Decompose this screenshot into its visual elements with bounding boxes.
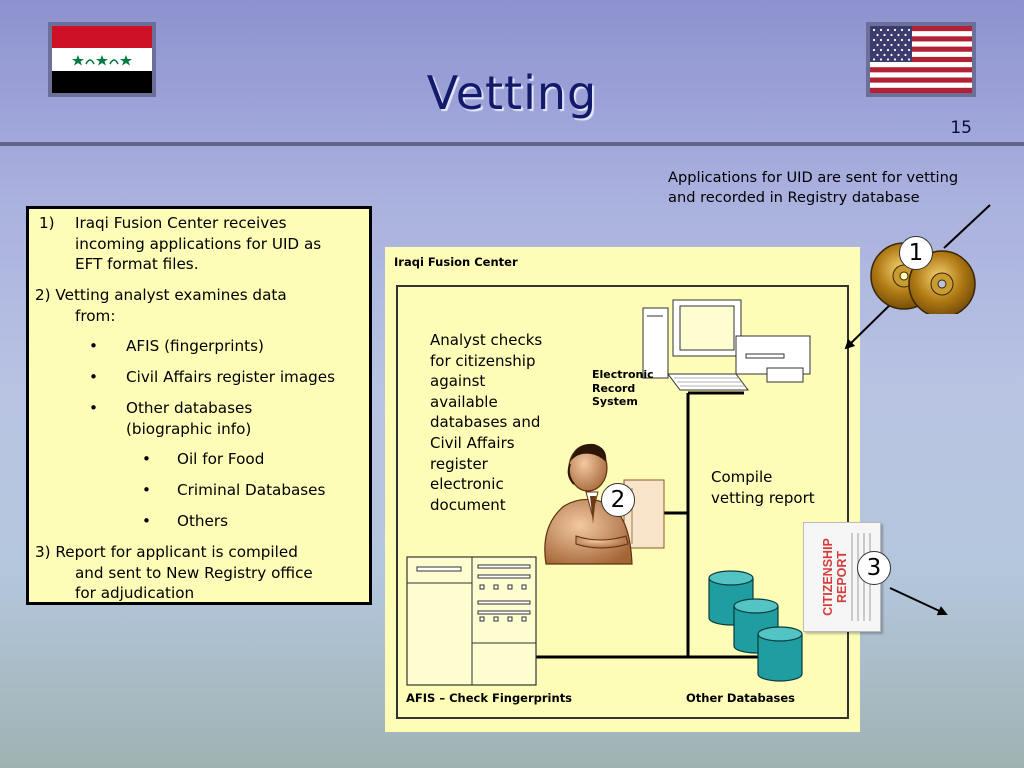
database-icon <box>708 570 803 682</box>
analyst-line: for citizenship <box>430 351 536 370</box>
other-databases-label: Other Databases <box>686 691 795 705</box>
step-badge-2: 2 <box>601 483 635 517</box>
ers-line: System <box>592 395 638 408</box>
sub-source-item: Criminal Databases <box>177 481 326 499</box>
computer-icon <box>642 299 811 391</box>
source-item: Civil Affairs register images <box>126 368 336 386</box>
analyst-line: Analyst checks <box>430 331 543 349</box>
electronic-record-system-label: Electronic Record System <box>592 368 654 409</box>
bullet: • <box>142 481 151 499</box>
panel-title: Iraqi Fusion Center <box>394 255 518 269</box>
report-line: CITIZENSHIP <box>821 538 835 616</box>
report-line: REPORT <box>835 550 849 604</box>
compile-note: Compile vetting report <box>711 467 815 508</box>
bullet: • <box>89 337 98 355</box>
steps-box: 1) Iraqi Fusion Center receives incoming… <box>26 206 372 605</box>
analyst-line: register <box>430 454 488 473</box>
bullet: • <box>89 368 98 386</box>
step-badge-1: 1 <box>899 236 933 270</box>
step-1-line: EFT format files. <box>75 255 199 273</box>
analyst-line: electronic <box>430 475 504 494</box>
slide-number: 15 <box>950 118 972 138</box>
step-1-line: Iraqi Fusion Center receives <box>75 214 287 232</box>
title-divider <box>0 142 1024 146</box>
ers-line: Record <box>592 381 636 395</box>
iraq-flag <box>48 22 156 97</box>
step-2-line: 2) Vetting analyst examines data <box>35 286 287 304</box>
bullet: • <box>142 512 151 530</box>
step-3-line: and sent to New Registry office <box>75 563 313 582</box>
step-3-line: for adjudication <box>75 584 195 602</box>
source-item: AFIS (fingerprints) <box>126 337 264 355</box>
report-title: CITIZENSHIP REPORT <box>821 512 849 642</box>
slide-title: Vetting <box>426 66 598 120</box>
us-flag <box>866 22 976 97</box>
afis-cabinet-icon <box>406 556 537 686</box>
step-2-line: from: <box>75 306 116 325</box>
analyst-line: Civil Affairs <box>430 433 515 452</box>
step-3-line: 3) Report for applicant is compiled <box>35 543 298 561</box>
step-1-line: incoming applications for UID as <box>75 234 322 253</box>
bullet: • <box>142 450 151 468</box>
step-badge-3: 3 <box>857 551 891 585</box>
sub-source-item: Oil for Food <box>177 450 265 468</box>
analyst-clipart <box>544 443 665 565</box>
bullet: • <box>89 399 98 417</box>
source-item: (biographic info) <box>126 419 252 438</box>
analyst-line: against <box>430 372 486 391</box>
applications-note: Applications for UID are sent for vettin… <box>668 168 958 208</box>
afis-label: AFIS – Check Fingerprints <box>406 691 573 705</box>
compile-line: Compile <box>711 468 773 486</box>
note-line: Applications for UID are sent for vettin… <box>668 169 959 186</box>
analyst-line: available <box>430 392 498 411</box>
source-item: Other databases <box>126 399 253 417</box>
analyst-note: Analyst checks for citizenship against a… <box>430 330 542 515</box>
note-line: and recorded in Registry database <box>668 189 920 206</box>
compile-line: vetting report <box>711 488 815 507</box>
analyst-line: databases and <box>430 413 541 432</box>
ers-line: Electronic <box>592 368 654 381</box>
fusion-center-frame <box>396 285 849 719</box>
sub-source-item: Others <box>177 512 229 530</box>
analyst-line: document <box>430 495 506 514</box>
step-1-marker: 1) <box>39 214 55 232</box>
